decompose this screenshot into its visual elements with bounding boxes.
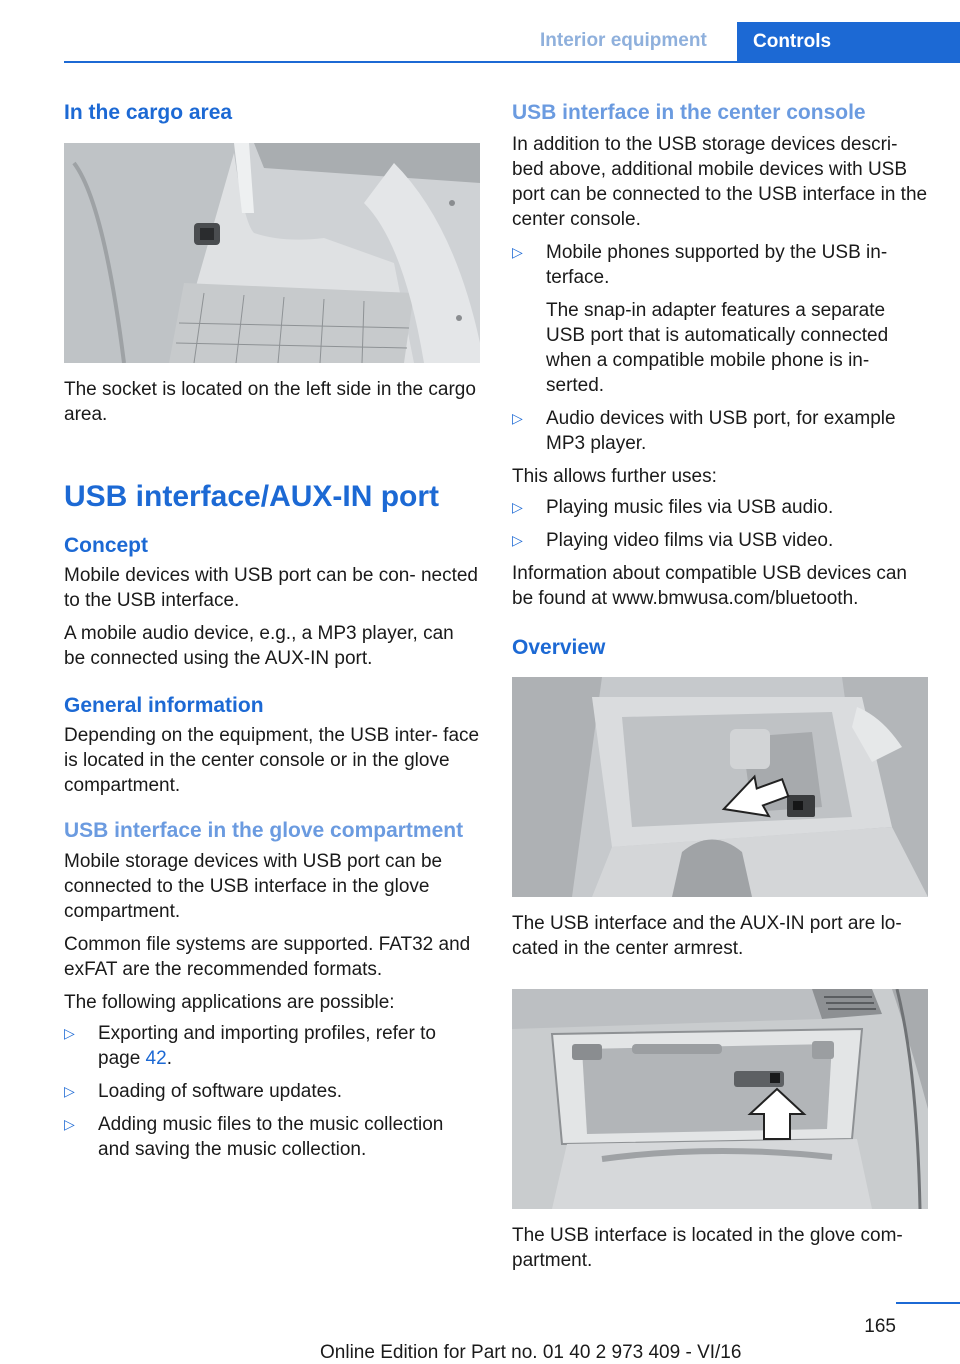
page-link[interactable]: 42: [145, 1048, 167, 1069]
list-item-text: Exporting and importing profiles, refer …: [98, 1023, 436, 1069]
triangle-right-icon: ▷: [64, 1083, 75, 1099]
glove-paragraph-2: Common file systems are supported. FAT32…: [64, 934, 471, 980]
header-chapter-tab[interactable]: Controls: [737, 22, 960, 62]
usb-aux-heading: USB interface/AUX-IN port: [64, 480, 440, 513]
list-item: ▷ Audio devices with USB port, for examp…: [512, 406, 928, 456]
uses-list: ▷ Playing music files via USB audio. ▷ P…: [512, 495, 928, 553]
list-item: ▷ Adding music files to the music collec…: [64, 1112, 480, 1162]
header-section-title: Interior equipment: [540, 30, 707, 51]
page-number: 165: [864, 1316, 896, 1337]
list-item: ▷ Exporting and importing profiles, refe…: [64, 1021, 480, 1071]
center-armrest-image: [512, 677, 928, 897]
right-column: USB interface in the center console In a…: [512, 100, 928, 1273]
edition-note: Online Edition for Part no. 01 40 2 973 …: [320, 1342, 742, 1363]
triangle-right-icon: ▷: [512, 244, 523, 260]
footer-rule: [896, 1302, 960, 1304]
list-item: ▷ Mobile phones supported by the USB in‐…: [512, 240, 928, 398]
list-item: ▷ Playing video films via USB video.: [512, 528, 928, 553]
general-info-heading: General information: [64, 694, 264, 717]
list-item: ▷ Playing music files via USB audio.: [512, 495, 928, 520]
header-rule: [64, 61, 960, 63]
triangle-right-icon: ▷: [512, 499, 523, 515]
general-info-paragraph: Depending on the equipment, the USB inte…: [64, 725, 480, 796]
list-item: ▷ Loading of software updates.: [64, 1079, 480, 1104]
console-paragraph: In addition to the USB storage devices d…: [512, 134, 928, 230]
uses-intro: This allows further uses:: [512, 466, 717, 487]
triangle-right-icon: ▷: [512, 410, 523, 426]
glovebox-caption: The USB interface is located in the glov…: [512, 1225, 903, 1271]
glove-paragraph-1: Mobile storage devices with USB port can…: [64, 851, 443, 922]
left-column: In the cargo area The socket is located …: [64, 100, 480, 1162]
list-item-text: Playing music files via USB audio.: [546, 497, 834, 518]
triangle-right-icon: ▷: [64, 1116, 75, 1132]
cargo-heading: In the cargo area: [64, 101, 233, 124]
concept-paragraph-2: A mobile audio device, e.g., a MP3 playe…: [64, 623, 454, 669]
overview-heading: Overview: [512, 636, 606, 659]
list-item-text: Adding music files to the music collecti…: [98, 1114, 444, 1160]
concept-heading: Concept: [64, 534, 148, 557]
glove-applications-list: ▷ Exporting and importing profiles, refe…: [64, 1021, 480, 1162]
list-item-subtext: The snap-in adapter features a separate …: [546, 300, 889, 396]
usb-info-paragraph: Information about compatible USB devices…: [512, 563, 907, 609]
console-devices-list: ▷ Mobile phones supported by the USB in‐…: [512, 240, 928, 456]
list-item-tail: .: [166, 1048, 172, 1069]
console-heading: USB interface in the center console: [512, 101, 866, 124]
glove-compartment-image: [512, 989, 928, 1209]
list-item-text: Loading of software updates.: [98, 1081, 343, 1102]
armrest-caption: The USB interface and the AUX-IN port ar…: [512, 913, 902, 959]
triangle-right-icon: ▷: [64, 1025, 75, 1041]
list-item-text: Playing video films via USB video.: [546, 530, 834, 551]
list-item-text: Audio devices with USB port, for example…: [546, 408, 896, 454]
cargo-area-image: [64, 143, 480, 363]
cargo-caption: The socket is located on the left side i…: [64, 379, 476, 425]
glove-heading: USB interface in the glove compartment: [64, 819, 464, 842]
concept-paragraph-1: Mobile devices with USB port can be con‐…: [64, 565, 478, 611]
triangle-right-icon: ▷: [512, 532, 523, 548]
glove-paragraph-3: The following applications are possible:: [64, 992, 395, 1013]
list-item-text: Mobile phones supported by the USB in‐ t…: [546, 242, 888, 288]
